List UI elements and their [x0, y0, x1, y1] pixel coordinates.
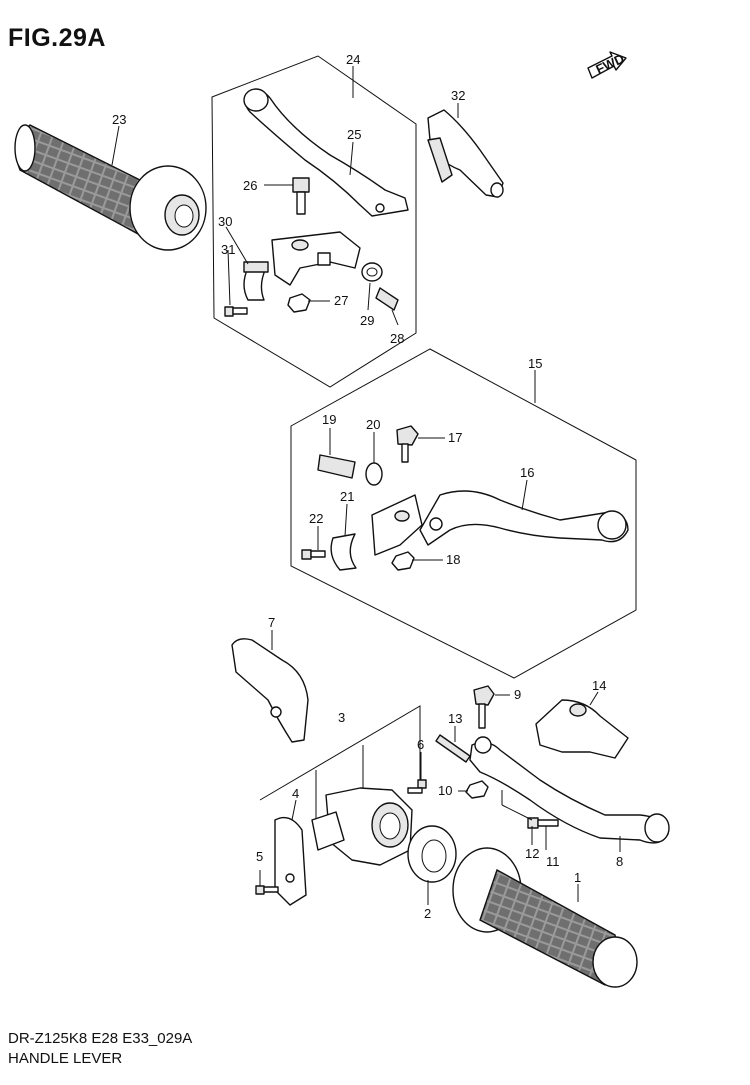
callout-13: 13: [448, 711, 462, 726]
throttle-cable-guide-7: [231, 638, 309, 743]
callout-5: 5: [256, 849, 263, 864]
throttle-drum-2: [407, 825, 457, 883]
model-code: DR-Z125K8 E28 E33_029A: [8, 1030, 193, 1047]
locknut-20: [365, 462, 383, 486]
callout-26: 26: [243, 178, 257, 193]
callout-3: 3: [338, 710, 345, 725]
leader-lines: [111, 66, 621, 905]
callout-30: 30: [218, 214, 232, 229]
callout-11: 11: [546, 854, 560, 869]
brake-lever-assembly-outline: [290, 348, 637, 679]
nut-18: [391, 551, 415, 571]
adjuster-19: [317, 454, 356, 479]
callout-28: 28: [390, 331, 404, 346]
callout-labels: 23 24 25 26 30 31 27 29 28 32 15 19 20 1…: [112, 52, 623, 921]
lever-cover-part: [427, 109, 504, 198]
clutch-clamp-bolt: [224, 306, 248, 317]
nut-10: [465, 780, 489, 799]
throttle-cover-4: [274, 816, 307, 906]
clutch-lever-part: [243, 88, 409, 217]
callout-9: 9: [514, 687, 521, 702]
screw-5: [255, 885, 279, 895]
clutch-clamp-part: [243, 261, 269, 301]
figure-name: HANDLE LEVER: [8, 1050, 123, 1067]
screw-6: [407, 779, 427, 794]
callout-15: 15: [528, 356, 542, 371]
callout-7: 7: [268, 615, 275, 630]
brake-clamp-21: [330, 533, 357, 571]
left-grip-part: [14, 124, 207, 251]
callout-25: 25: [347, 127, 361, 142]
callout-29: 29: [360, 313, 374, 328]
clutch-adjuster-ring: [361, 262, 383, 282]
clutch-adjuster-bolt: [375, 287, 399, 311]
screw-11-12: [527, 817, 559, 829]
callout-16: 16: [520, 465, 534, 480]
clutch-lever-holder: [271, 231, 361, 286]
svg-text:FWD: FWD: [593, 51, 626, 77]
clutch-nut: [287, 293, 311, 313]
throttle-housing-3: [311, 787, 413, 866]
callout-1: 1: [574, 870, 581, 885]
pivot-bolt-17: [396, 425, 419, 463]
callout-10: 10: [438, 783, 452, 798]
lever-cover-14: [535, 699, 629, 759]
figure-title: FIG.29A: [8, 24, 106, 52]
callout-22: 22: [309, 511, 323, 526]
throttle-grip-1: [452, 847, 638, 988]
callout-23: 23: [112, 112, 126, 127]
callout-21: 21: [340, 489, 354, 504]
brake-lever-16: [419, 490, 629, 546]
pivot-bolt-9: [473, 685, 495, 729]
callout-4: 4: [292, 786, 299, 801]
callout-6: 6: [417, 737, 424, 752]
callout-32: 32: [451, 88, 465, 103]
callout-12: 12: [525, 846, 539, 861]
callout-14: 14: [592, 678, 606, 693]
brake-holder-part: [371, 494, 423, 556]
callout-20: 20: [366, 417, 380, 432]
clamp-bolt-22: [301, 549, 326, 560]
spring-13: [435, 734, 471, 763]
clutch-lever-assembly-outline: [211, 55, 417, 388]
clutch-pivot-bolt: [292, 177, 310, 215]
callout-2: 2: [424, 906, 431, 921]
callout-8: 8: [616, 854, 623, 869]
callout-19: 19: [322, 412, 336, 427]
callout-27: 27: [334, 293, 348, 308]
callout-17: 17: [448, 430, 462, 445]
callout-31: 31: [221, 242, 235, 257]
callout-18: 18: [446, 552, 460, 567]
callout-24: 24: [346, 52, 360, 67]
fwd-arrow-icon: FWD: [587, 51, 627, 79]
front-brake-lever-8: [469, 736, 670, 844]
